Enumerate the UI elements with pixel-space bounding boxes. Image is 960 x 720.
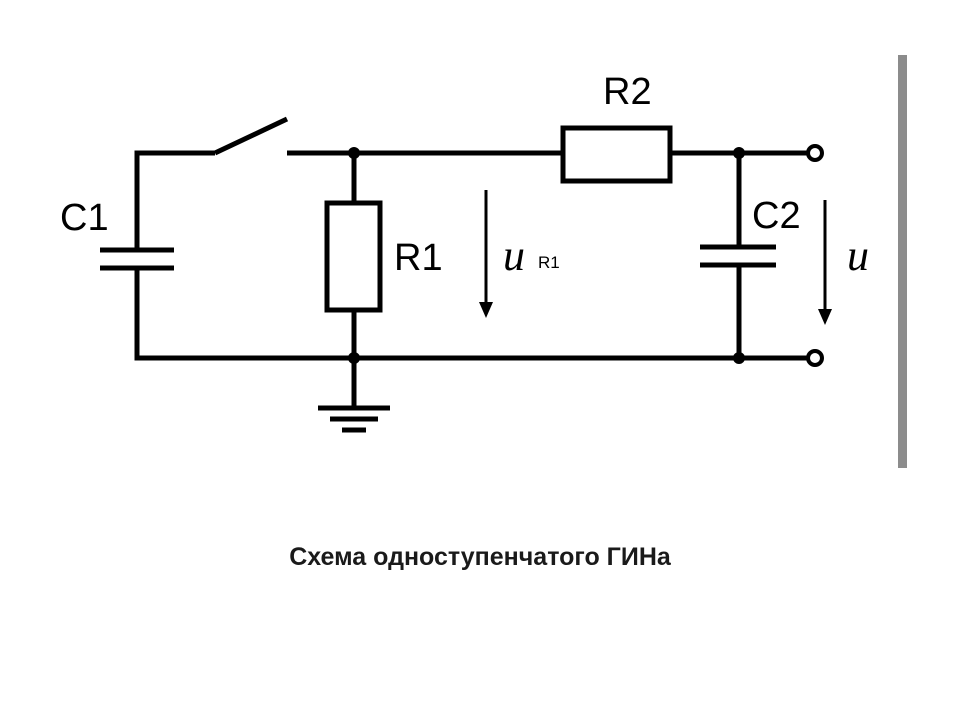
label-u-r1-subscript: R1 [538,253,560,272]
label-c1: C1 [60,197,109,239]
wire-c1-top [134,150,215,250]
arrow-u-r1-head [479,302,493,318]
slide-side-bar [898,55,907,468]
junction-dot [348,352,360,364]
wire-bottom [134,268,808,361]
diagram-caption: Схема одноступенчатого ГИНа [289,543,671,571]
junction-dot [348,147,360,159]
label-r1: R1 [394,237,443,279]
label-r2: R2 [603,71,652,113]
label-c2: C2 [752,195,801,237]
arrow-u-out-head [818,309,832,325]
label-u-out: u [847,231,869,280]
label-u-r1: u [503,231,525,280]
junction-dot [733,352,745,364]
output-terminal-bottom [806,349,824,367]
switch [213,116,289,156]
resistor-r1 [324,200,383,313]
output-terminal-top [806,144,824,162]
junction-dot [733,147,745,159]
resistor-r2 [560,125,673,184]
